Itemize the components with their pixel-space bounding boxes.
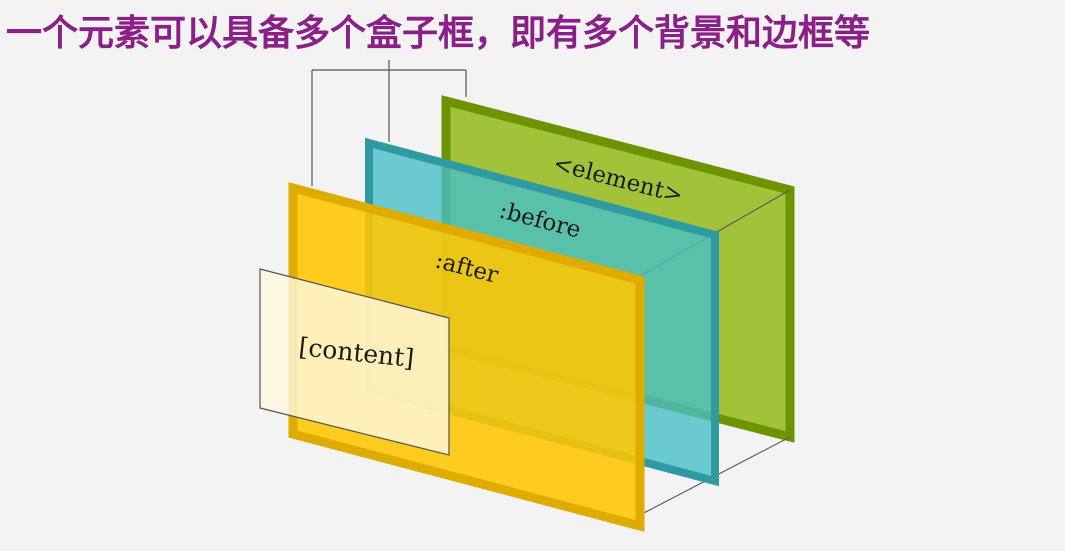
content-layer: [content] (259, 268, 450, 456)
content-layer-panel (259, 268, 450, 456)
page-title: 一个元素可以具备多个盒子框，即有多个背景和边框等 (6, 13, 871, 54)
layer-bracket (311, 60, 467, 186)
